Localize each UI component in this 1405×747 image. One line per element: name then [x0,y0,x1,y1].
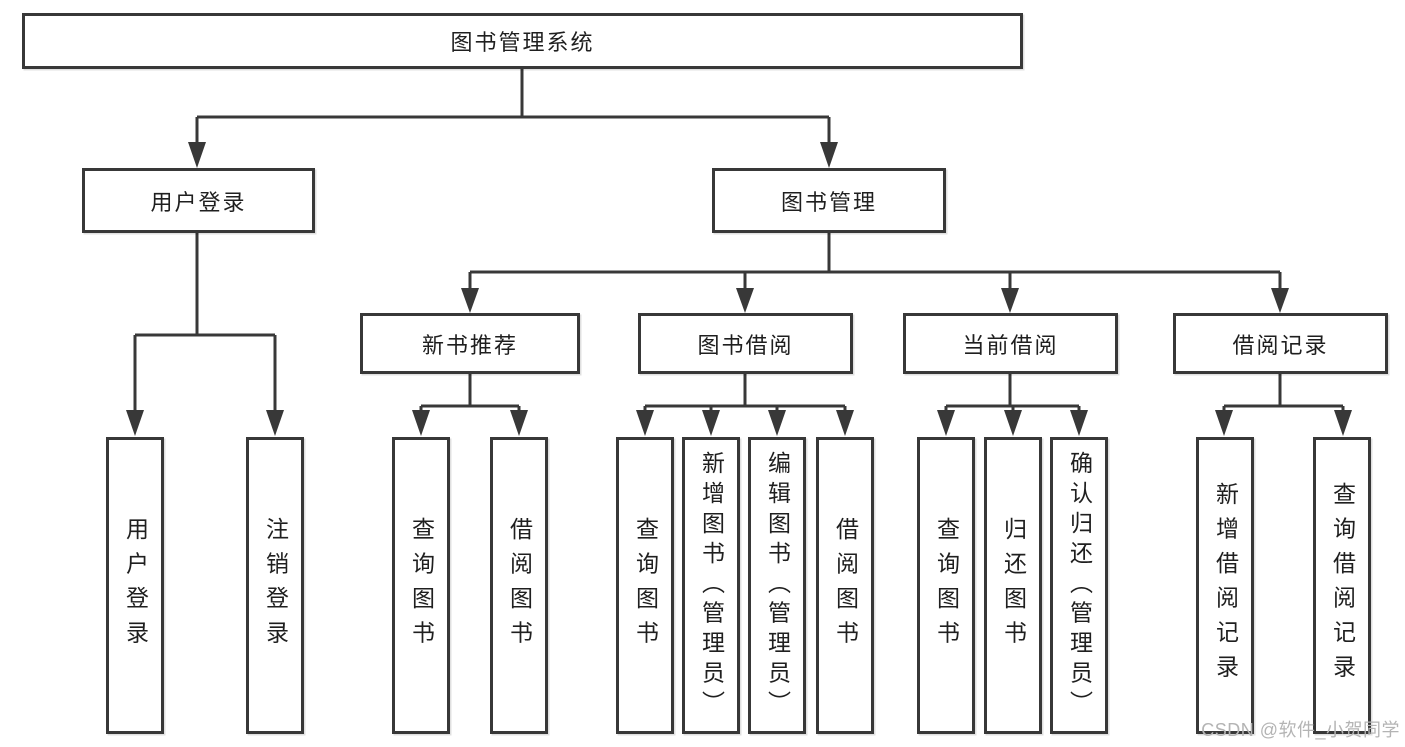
connector-borrow-records [1215,374,1352,436]
node-label: 归还图书 [1000,516,1027,655]
leaf-logout: 注销登录 [246,437,304,734]
node-label: 确认归还（管理员） [1066,450,1093,721]
leaf-confirm-return-admin: 确认归还（管理员） [1050,437,1108,734]
node-label: 新增借阅记录 [1212,482,1239,689]
connector-root [188,69,838,168]
node-label: 注销登录 [262,516,289,655]
node-book-management: 图书管理 [712,168,946,233]
connector-book-management [461,232,1289,313]
node-borrow-records: 借阅记录 [1173,313,1388,374]
node-label: 查询图书 [632,516,659,655]
node-label: 新书推荐 [421,332,518,358]
node-label: 用户登录 [122,516,149,655]
leaf-query-borrow-record: 查询借阅记录 [1313,437,1371,734]
node-label: 编辑图书（管理员） [764,450,791,721]
node-library-management-system: 图书管理系统 [22,13,1023,69]
leaf-query-books-borrowing: 查询图书 [616,437,674,734]
leaf-user-login: 用户登录 [106,437,164,734]
node-label: 借阅记录 [1232,332,1329,358]
connector-book-borrowing [636,374,854,436]
leaf-return-book: 归还图书 [984,437,1042,734]
leaf-query-books-recommend: 查询图书 [392,437,450,734]
leaf-add-book-admin: 新增图书（管理员） [682,437,740,734]
leaf-borrow-books-recommend: 借阅图书 [490,437,548,734]
node-current-borrowing: 当前借阅 [903,313,1118,374]
node-new-book-recommend: 新书推荐 [360,313,580,374]
node-label: 当前借阅 [962,332,1059,358]
leaf-edit-book-admin: 编辑图书（管理员） [748,437,806,734]
connector-current-borrowing [937,374,1088,436]
leaf-query-books-current: 查询图书 [917,437,975,734]
node-label: 查询图书 [408,516,435,655]
node-label: 图书管理 [780,189,877,215]
node-label: 借阅图书 [506,516,533,655]
node-label: 查询图书 [933,516,960,655]
node-user-login: 用户登录 [82,168,315,233]
connector-user-login [126,232,284,436]
connector-new-book-recommend [412,374,528,436]
leaf-add-borrow-record: 新增借阅记录 [1196,437,1254,734]
node-label: 查询借阅记录 [1329,482,1356,689]
csdn-watermark: CSDN @软件_小贺同学 [1201,720,1400,740]
node-label: 图书管理系统 [450,30,595,55]
node-label: 图书借阅 [697,332,794,358]
node-label: 用户登录 [150,189,247,215]
node-book-borrowing: 图书借阅 [638,313,853,374]
node-label: 借阅图书 [832,516,859,655]
leaf-borrow-books-borrowing: 借阅图书 [816,437,874,734]
node-label: 新增图书（管理员） [698,450,725,721]
